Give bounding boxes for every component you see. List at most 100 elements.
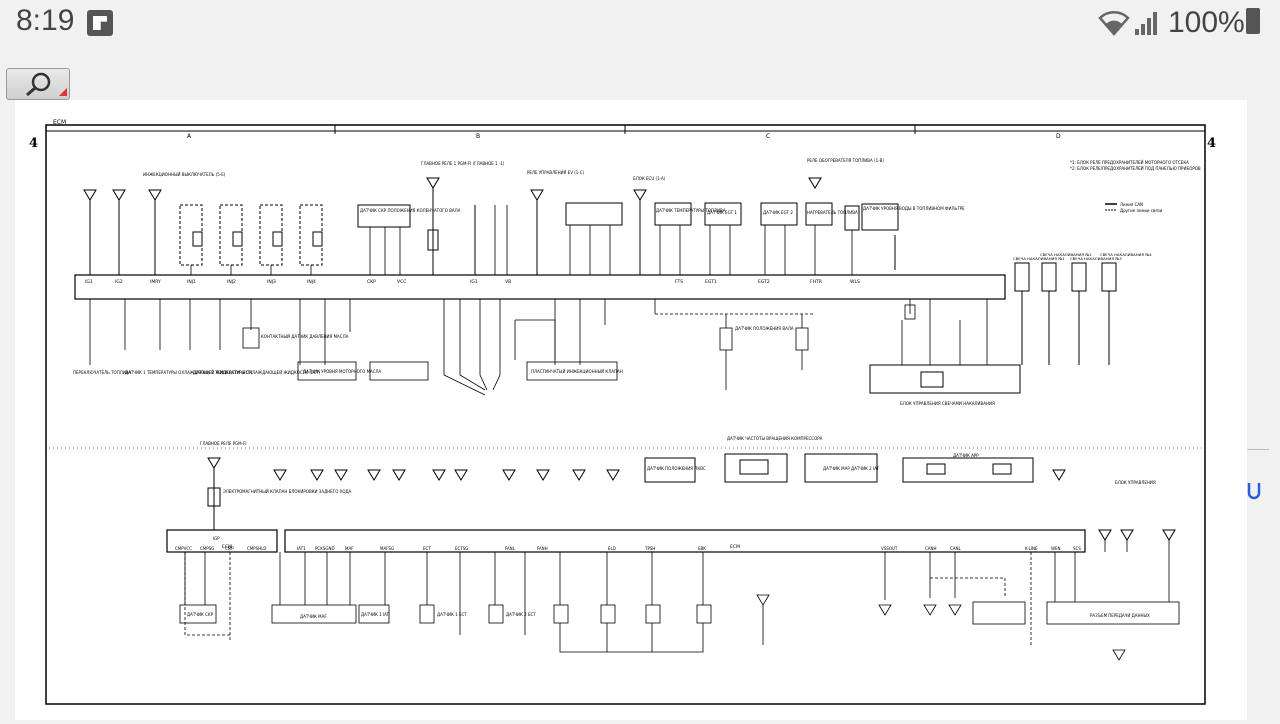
bottom-bus-pin-labels: IGP CMPVCC CMPSG CMP CMPSHLD IAT1 PCKSGN… (175, 536, 1081, 551)
svg-text:ДАТЧИК EGT 1: ДАТЧИК EGT 1 (707, 210, 737, 215)
svg-text:ДАТЧИК MAF: ДАТЧИК MAF (300, 614, 327, 619)
bottom-wires (179, 540, 1180, 661)
svg-text:FTS: FTS (675, 279, 683, 285)
zone-d: D (1056, 133, 1061, 140)
svg-text:ДАТЧИК 2 ТЕМПЕРАТУРЫ ОХЛАЖДАЮЩ: ДАТЧИК 2 ТЕМПЕРАТУРЫ ОХЛАЖДАЮЩЕЙ ЖИДКОСТ… (193, 370, 321, 375)
svg-text:FANH: FANH (537, 546, 548, 551)
svg-text:K-LINE: K-LINE (1025, 546, 1038, 551)
svg-text:СВЕЧА НАКАЛИВАНИЯ №1: СВЕЧА НАКАЛИВАНИЯ №1 (1013, 256, 1065, 261)
app-notification-icon (87, 10, 113, 36)
svg-text:CANH: CANH (925, 546, 937, 551)
signal-icon (1135, 12, 1157, 35)
zone-a: A (187, 133, 192, 140)
svg-text:IG2: IG2 (115, 279, 123, 285)
svg-text:БЛОК ECU (1-A): БЛОК ECU (1-A) (633, 176, 666, 181)
svg-text:ДАТЧИК УРОВНЯ ВОДЫ В ТОПЛИВНОМ: ДАТЧИК УРОВНЯ ВОДЫ В ТОПЛИВНОМ ФИЛЬТРЕ (863, 206, 965, 211)
svg-text:*1: БЛОК РЕЛЕ ПРЕДОХРАНИТЕЛЕЙ: *1: БЛОК РЕЛЕ ПРЕДОХРАНИТЕЛЕЙ МОТОРНОГО … (1070, 160, 1189, 165)
ecm-bus-top (74, 274, 1006, 300)
svg-text:EGT2: EGT2 (758, 279, 770, 285)
svg-text:INJ2: INJ2 (227, 279, 236, 285)
svg-text:ДАТЧИК ПОЛОЖЕНИЯ ЛКВС: ДАТЧИК ПОЛОЖЕНИЯ ЛКВС (647, 466, 706, 471)
svg-text:EGT1: EGT1 (705, 279, 717, 285)
svg-text:НАГРЕВАТЕЛЬ ТОПЛИВА: НАГРЕВАТЕЛЬ ТОПЛИВА (807, 210, 858, 215)
svg-text:ECTSG: ECTSG (455, 546, 468, 551)
svg-text:ДАТЧИК 1 IAT: ДАТЧИК 1 IAT (361, 612, 390, 617)
svg-text:БЛОК УПРАВЛЕНИЯ: БЛОК УПРАВЛЕНИЯ (1115, 480, 1156, 485)
svg-text:СВЕЧА НАКАЛИВАНИЯ №3: СВЕЧА НАКАЛИВАНИЯ №3 (1070, 256, 1122, 261)
svg-text:INJ3: INJ3 (267, 279, 276, 285)
zone-b: B (476, 133, 480, 140)
page-number-left: 4 (29, 136, 39, 151)
svg-text:INJ4: INJ4 (307, 279, 316, 285)
svg-text:CANL: CANL (950, 546, 962, 551)
svg-text:IMRY: IMRY (150, 279, 161, 285)
wiring-diagram: ECM A B C D (15, 100, 1247, 720)
svg-text:SCS: SCS (1073, 546, 1081, 551)
bus-pin-labels: IG1 IG2 IMRY INJ1 INJ2 INJ3 INJ4 CKP VCC… (85, 279, 860, 285)
svg-text:FANL: FANL (505, 546, 516, 551)
svg-text:ДАТЧИК 1 ТЕМПЕРАТУРЫ ОХЛАЖДАЮЩ: ДАТЧИК 1 ТЕМПЕРАТУРЫ ОХЛАЖДАЮЩЕЙ ЖИДКОСТ… (125, 370, 253, 375)
svg-text:ДАТЧИК 1 ECT: ДАТЧИК 1 ECT (437, 612, 467, 617)
svg-text:CMPVCC: CMPVCC (175, 546, 192, 551)
svg-text:INJ1: INJ1 (187, 279, 196, 285)
svg-text:PCKSGND: PCKSGND (315, 546, 335, 551)
svg-text:TPSH: TPSH (644, 546, 655, 551)
svg-text:ДАТЧИК ПОЛОЖЕНИЯ ВАЛА: ДАТЧИК ПОЛОЖЕНИЯ ВАЛА (735, 326, 794, 331)
edge-divider (1247, 449, 1269, 450)
page-number-right: 4 (1207, 136, 1217, 151)
svg-text:Линия CAN: Линия CAN (1120, 202, 1143, 207)
ecm-bus-bottom-left (166, 529, 278, 553)
svg-text:СВЕЧА НАКАЛИВАНИЯ №4: СВЕЧА НАКАЛИВАНИЯ №4 (1100, 252, 1152, 257)
ecm-label: ECM (53, 119, 66, 126)
svg-text:ДАТЧИК CKP: ДАТЧИК CKP (187, 612, 214, 617)
svg-text:ЭЛЕКТРОМАГНИТНЫЙ КЛАПАН БЛОКИР: ЭЛЕКТРОМАГНИТНЫЙ КЛАПАН БЛОКИРОВКИ ЗАДНЕ… (223, 489, 352, 494)
svg-text:РЕЛЕ ОБОГРЕВАТЕЛЯ ТОПЛИВА (1-B: РЕЛЕ ОБОГРЕВАТЕЛЯ ТОПЛИВА (1-B) (807, 158, 884, 163)
svg-text:CMPSHLD: CMPSHLD (247, 546, 267, 551)
svg-text:Другие линии связи: Другие линии связи (1120, 208, 1163, 213)
svg-text:ПЛАСТИНЧАТЫЙ ИНЖЕКЦИОННЫЙ КЛАП: ПЛАСТИНЧАТЫЙ ИНЖЕКЦИОННЫЙ КЛАПАН (531, 369, 623, 374)
svg-text:WEN: WEN (1051, 546, 1060, 551)
glow-plug-group (869, 262, 1117, 394)
svg-text:ГЛАВНОЕ РЕЛЕ PGM-FI: ГЛАВНОЕ РЕЛЕ PGM-FI (200, 441, 247, 446)
bus-label-ecm: ECM (222, 544, 232, 550)
svg-text:ПЕРЕКЛЮЧАТЕЛЬ ТОПЛИВА: ПЕРЕКЛЮЧАТЕЛЬ ТОПЛИВА (73, 370, 131, 375)
glow-control-label: БЛОК УПРАВЛЕНИЯ СВЕЧАМИ НАКАЛИВАНИЯ (900, 401, 995, 406)
bus-label-ecm2: ECM (730, 544, 740, 550)
magnifier-icon (26, 72, 67, 97)
svg-text:WLS: WLS (850, 279, 860, 285)
top-connector-group (83, 177, 899, 275)
svg-text:ECT: ECT (423, 546, 431, 551)
lower-wires (89, 299, 988, 396)
schematic-svg: ECM A B C D (45, 119, 1206, 705)
clock: 8:19 (16, 4, 75, 37)
svg-text:MAF: MAF (345, 546, 354, 551)
svg-text:ДАТЧИК УРОВНЯ МОТОРНОГО МАСЛА: ДАТЧИК УРОВНЯ МОТОРНОГО МАСЛА (303, 369, 382, 374)
upper-wires (190, 205, 853, 275)
svg-text:РАЗЪЕМ ПЕРЕДАЧИ ДАННЫХ: РАЗЪЕМ ПЕРЕДАЧИ ДАННЫХ (1090, 613, 1150, 618)
svg-text:ELD: ELD (608, 546, 616, 551)
edge-u-glyph (1247, 483, 1261, 500)
svg-text:ИНЖЕКЦИОННЫЙ ВЫКЛЮЧАТЕЛЬ (5-E): ИНЖЕКЦИОННЫЙ ВЫКЛЮЧАТЕЛЬ (5-E) (143, 172, 226, 177)
svg-text:IG1: IG1 (470, 279, 478, 285)
svg-text:IG1: IG1 (85, 279, 93, 285)
svg-text:IAT1: IAT1 (297, 546, 306, 551)
mid-labels: ПЕРЕКЛЮЧАТЕЛЬ ТОПЛИВА ДАТЧИК 1 ТЕМПЕРАТУ… (73, 326, 794, 375)
svg-text:VCC: VCC (397, 279, 406, 285)
battery-percent: 100% (1168, 6, 1245, 39)
zoom-button[interactable] (6, 68, 70, 100)
status-bar: 8:19 100% (0, 0, 1280, 48)
svg-text:ДАТЧИК MAP ДАТЧИК 2 IAT: ДАТЧИК MAP ДАТЧИК 2 IAT (823, 466, 880, 471)
svg-text:ДАТЧИК EGT 2: ДАТЧИК EGT 2 (763, 210, 793, 215)
svg-text:EBK: EBK (698, 546, 706, 551)
svg-text:CMP: CMP (225, 546, 234, 551)
bottom-labels: ГЛАВНОЕ РЕЛЕ PGM-FI ЭЛЕКТРОМАГНИТНЫЙ КЛА… (187, 436, 1156, 619)
svg-text:CKP: CKP (367, 279, 376, 285)
svg-text:FHTR: FHTR (810, 279, 822, 285)
svg-text:ГЛАВНОЕ РЕЛЕ 1 PGM-FI (ГЛАВНОЕ: ГЛАВНОЕ РЕЛЕ 1 PGM-FI (ГЛАВНОЕ 1 -1) (421, 161, 505, 166)
zone-c: C (766, 133, 770, 140)
legend: *1: БЛОК РЕЛЕ ПРЕДОХРАНИТЕЛЕЙ МОТОРНОГО … (1070, 160, 1201, 213)
svg-text:ДАТЧИК ЧАСТОТЫ ВРАЩЕНИЯ КОМПРЕ: ДАТЧИК ЧАСТОТЫ ВРАЩЕНИЯ КОМПРЕССОРА (727, 436, 823, 441)
svg-text:ДАТЧИК ТЕМПЕРАТУРЫ ТОПЛИВА: ДАТЧИК ТЕМПЕРАТУРЫ ТОПЛИВА (656, 208, 726, 213)
svg-text:РЕЛЕ УПРАВЛЕНИЯ EV (1-C): РЕЛЕ УПРАВЛЕНИЯ EV (1-C) (527, 170, 585, 175)
svg-text:CMPSG: CMPSG (200, 546, 214, 551)
